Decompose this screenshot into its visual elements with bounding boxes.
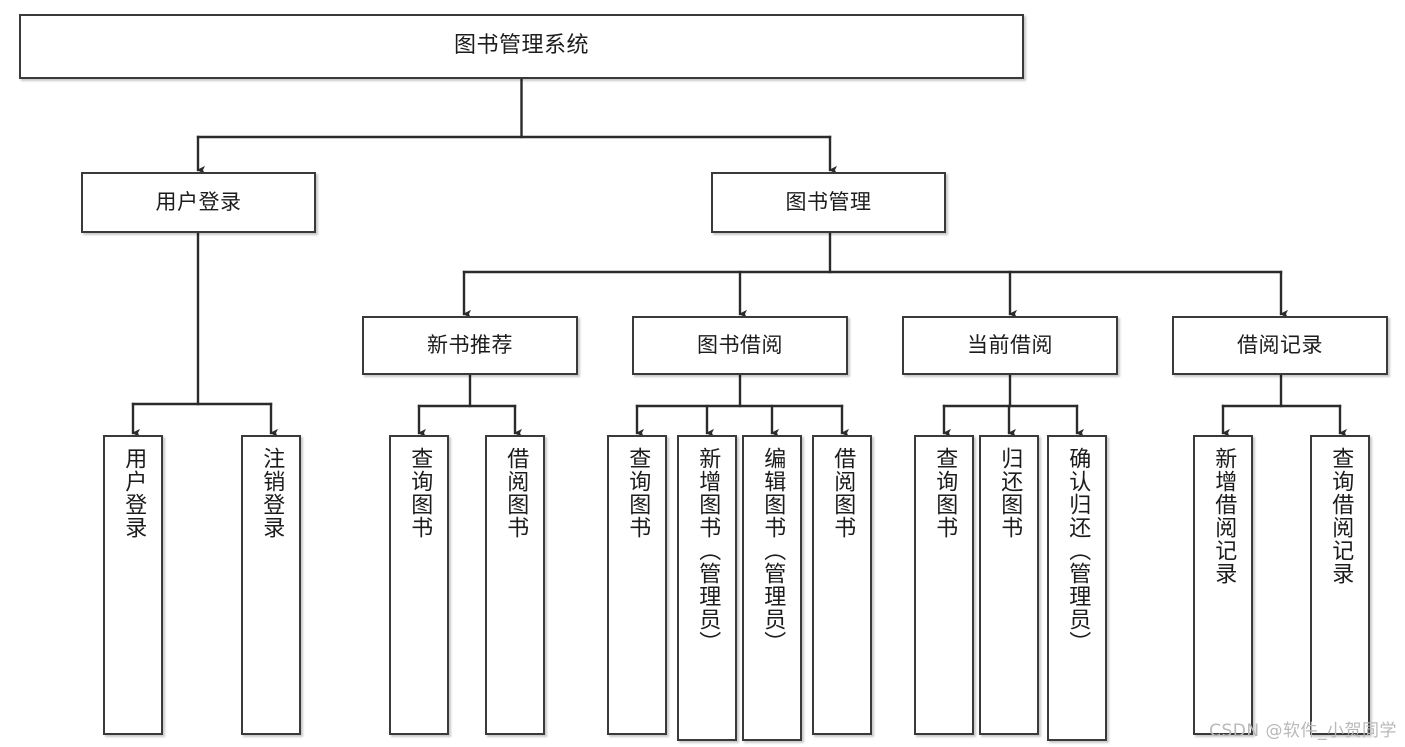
node-borrow-record-label: 借阅记录 bbox=[1237, 332, 1323, 357]
node-leaf-logout-label: 注销登录 bbox=[259, 447, 285, 539]
node-leaf-user-login[interactable]: 用户登录 bbox=[103, 435, 163, 735]
node-book-manage-label: 图书管理 bbox=[785, 189, 872, 214]
node-leaf-query-book-2[interactable]: 查询图书 bbox=[607, 435, 667, 735]
node-leaf-return-book[interactable]: 归还图书 bbox=[979, 435, 1039, 735]
node-user-login[interactable]: 用户登录 bbox=[81, 172, 316, 233]
node-leaf-query-book-1[interactable]: 查询图书 bbox=[389, 435, 449, 735]
node-leaf-confirm-return-label: 确认归还（管理员） bbox=[1065, 447, 1091, 654]
node-borrow-record[interactable]: 借阅记录 bbox=[1172, 316, 1388, 375]
node-leaf-query-book-1-label: 查询图书 bbox=[407, 447, 433, 539]
node-book-manage[interactable]: 图书管理 bbox=[711, 172, 946, 233]
node-current-borrow-label: 当前借阅 bbox=[967, 332, 1053, 357]
node-root-label: 图书管理系统 bbox=[453, 33, 589, 59]
node-leaf-edit-book[interactable]: 编辑图书（管理员） bbox=[742, 435, 802, 741]
node-leaf-query-record[interactable]: 查询借阅记录 bbox=[1310, 435, 1370, 735]
node-leaf-add-book[interactable]: 新增图书（管理员） bbox=[677, 435, 737, 741]
node-new-book-recommend-label: 新书推荐 bbox=[427, 332, 513, 357]
node-root[interactable]: 图书管理系统 bbox=[19, 14, 1024, 79]
node-leaf-logout[interactable]: 注销登录 bbox=[241, 435, 301, 735]
node-leaf-query-record-label: 查询借阅记录 bbox=[1328, 447, 1354, 585]
node-new-book-recommend[interactable]: 新书推荐 bbox=[362, 316, 578, 375]
node-leaf-add-record-label: 新增借阅记录 bbox=[1211, 447, 1237, 585]
node-leaf-borrow-book-1-label: 借阅图书 bbox=[503, 447, 529, 539]
node-leaf-user-login-label: 用户登录 bbox=[121, 447, 147, 539]
node-leaf-return-book-label: 归还图书 bbox=[997, 447, 1023, 539]
node-leaf-query-book-3-label: 查询图书 bbox=[932, 447, 958, 539]
node-leaf-borrow-book-2-label: 借阅图书 bbox=[830, 447, 856, 539]
node-book-borrow-label: 图书借阅 bbox=[697, 332, 783, 357]
node-leaf-borrow-book-1[interactable]: 借阅图书 bbox=[485, 435, 545, 735]
node-leaf-edit-book-label: 编辑图书（管理员） bbox=[760, 447, 786, 654]
csdn-watermark: CSDN @软件_小贺同学 bbox=[1209, 721, 1397, 741]
node-leaf-add-record[interactable]: 新增借阅记录 bbox=[1193, 435, 1253, 735]
node-leaf-borrow-book-2[interactable]: 借阅图书 bbox=[812, 435, 872, 735]
node-book-borrow[interactable]: 图书借阅 bbox=[632, 316, 848, 375]
node-leaf-query-book-2-label: 查询图书 bbox=[625, 447, 651, 539]
node-current-borrow[interactable]: 当前借阅 bbox=[902, 316, 1118, 375]
node-user-login-label: 用户登录 bbox=[155, 189, 242, 214]
node-leaf-add-book-label: 新增图书（管理员） bbox=[695, 447, 721, 654]
node-leaf-confirm-return[interactable]: 确认归还（管理员） bbox=[1047, 435, 1107, 741]
node-leaf-query-book-3[interactable]: 查询图书 bbox=[914, 435, 974, 735]
